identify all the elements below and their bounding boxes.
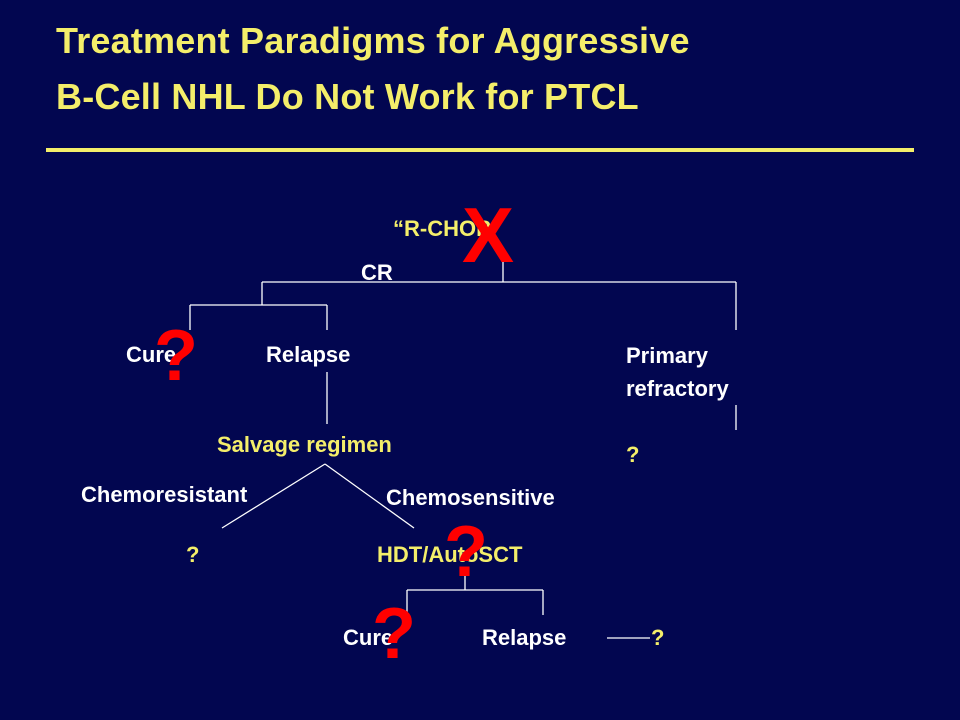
node-chemosensitive: Chemosensitive — [386, 485, 555, 510]
node-cure: Cure — [126, 342, 177, 367]
node-salvage-regimen: Salvage regimen — [217, 432, 392, 457]
node-relapse: Relapse — [266, 342, 351, 367]
red-question-cure: ? — [154, 316, 198, 396]
salvage-right-diagonal — [324, 463, 415, 529]
red-question-hdt: ? — [444, 512, 488, 592]
refractory-question: ? — [626, 442, 640, 467]
node-chemoresistant: Chemoresistant — [81, 482, 248, 507]
relapse-2-question: ? — [651, 625, 665, 650]
node-primary-refractory-line2: refractory — [626, 376, 729, 401]
title-underline — [46, 148, 914, 152]
node-cure-2: Cure — [343, 625, 394, 650]
node-primary-refractory-line1: Primary — [626, 343, 708, 368]
salvage-left-diagonal — [221, 463, 326, 529]
x-mark-rchop: X — [462, 191, 515, 279]
title-line-2: B-Cell NHL Do Not Work for PTCL — [56, 76, 639, 117]
red-question-cure-2: ? — [372, 594, 416, 674]
node-rchop: “R-CHOP” — [393, 216, 502, 241]
node-cr: CR — [361, 260, 393, 285]
node-relapse-2: Relapse — [482, 625, 567, 650]
node-hdt-autosct: HDT/AutoSCT — [377, 542, 523, 567]
chemoresistant-question: ? — [186, 542, 200, 567]
title-line-1: Treatment Paradigms for Aggressive — [56, 20, 690, 61]
